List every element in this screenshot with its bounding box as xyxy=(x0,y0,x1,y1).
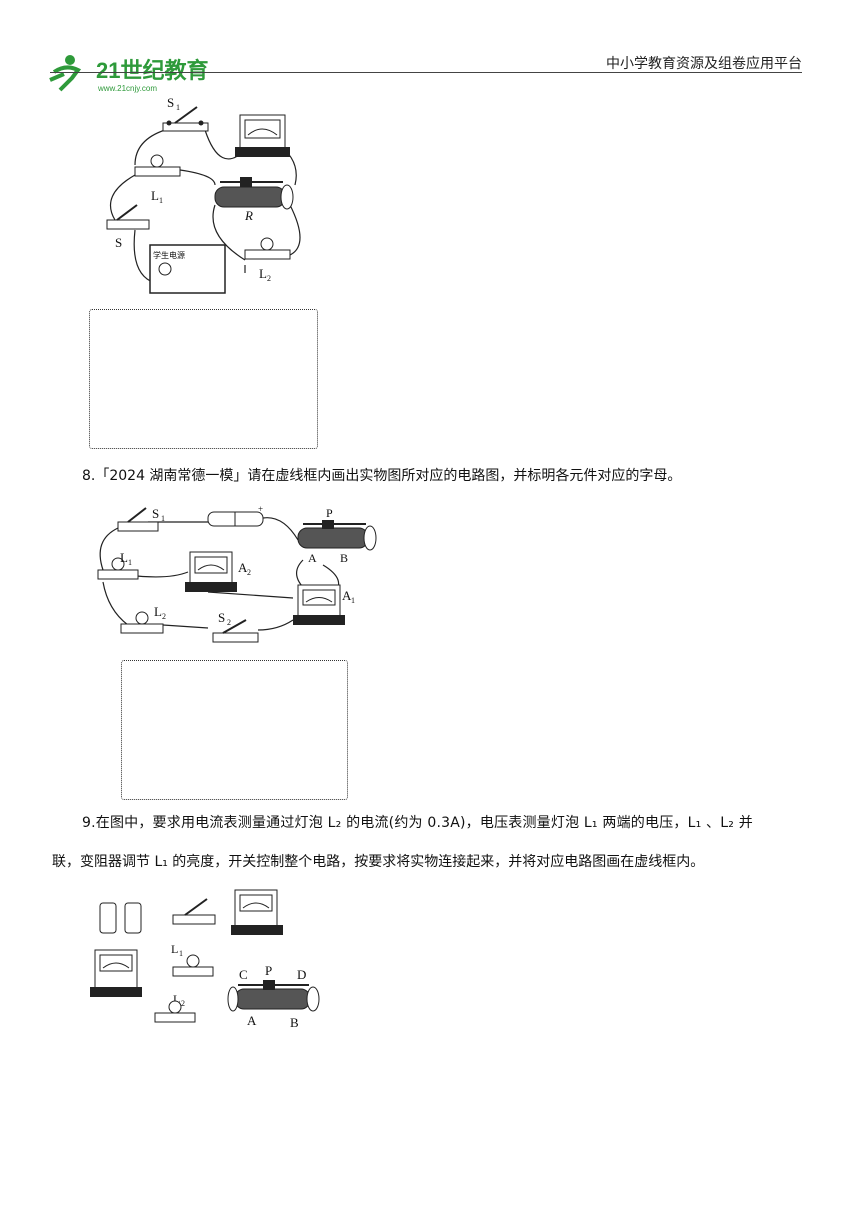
question-9-line1: 9.在图中，要求用电流表测量通过灯泡 L₂ 的电流(约为 0.3A)，电压表测量… xyxy=(82,815,753,831)
answer-box-8[interactable] xyxy=(121,660,348,800)
svg-text:A: A xyxy=(238,560,248,575)
site-logo: 21世纪教育 www.21cnjy.com xyxy=(44,50,224,96)
lamp-l1 xyxy=(172,954,214,977)
svg-text:2: 2 xyxy=(227,618,231,627)
lamp-l1 xyxy=(134,154,181,177)
switch-s2 xyxy=(212,619,259,643)
circuit-figure-1: S 1 L 1 R S 学生电源 L 2 xyxy=(106,95,301,294)
svg-text:L: L xyxy=(151,188,159,203)
svg-text:A: A xyxy=(308,551,317,565)
svg-text:S: S xyxy=(167,95,174,110)
switch-s1 xyxy=(117,507,159,532)
rheostat-r xyxy=(214,177,294,210)
batteries xyxy=(99,902,142,934)
svg-text:S: S xyxy=(218,610,225,625)
svg-text:2: 2 xyxy=(267,274,271,283)
rheostat xyxy=(227,980,320,1012)
svg-text:P: P xyxy=(326,506,333,520)
svg-text:学生电源: 学生电源 xyxy=(153,250,185,260)
logo-url: www.21cnjy.com xyxy=(97,84,157,93)
svg-text:L: L xyxy=(173,992,180,1006)
svg-text:R: R xyxy=(244,208,253,223)
switch-s xyxy=(106,204,150,230)
lamp-l2 xyxy=(120,611,164,634)
svg-text:D: D xyxy=(297,967,306,982)
svg-text:1: 1 xyxy=(176,103,180,112)
svg-text:1: 1 xyxy=(351,596,355,605)
question-8-text: 8.「2024 湖南常德一模」请在虚线框内画出实物图所对应的电路图，并标明各元件… xyxy=(82,468,682,484)
switch-s1 xyxy=(162,106,209,132)
svg-text:L: L xyxy=(154,604,162,619)
svg-text:P: P xyxy=(265,963,272,978)
svg-text:2: 2 xyxy=(247,568,251,577)
logo-text: 21世纪教育 xyxy=(96,58,208,83)
svg-text:S: S xyxy=(115,235,122,250)
lamp-l1 xyxy=(97,557,139,580)
lamp-l2 xyxy=(154,1000,196,1023)
platform-title: 中小学教育资源及组卷应用平台 xyxy=(606,56,802,72)
rheostat xyxy=(297,520,377,551)
svg-text:L: L xyxy=(120,550,128,565)
switch xyxy=(172,898,216,925)
power-supply: 学生电源 xyxy=(149,244,226,294)
svg-text:2: 2 xyxy=(162,612,166,621)
svg-text:C: C xyxy=(239,967,248,982)
ammeter xyxy=(90,949,142,997)
svg-text:1: 1 xyxy=(159,196,163,205)
battery: + xyxy=(207,504,264,527)
svg-text:A: A xyxy=(247,1013,257,1028)
header-rule xyxy=(50,72,802,73)
svg-text:2: 2 xyxy=(181,999,185,1008)
svg-text:L: L xyxy=(259,266,267,281)
answer-box-1[interactable] xyxy=(89,309,318,449)
voltmeter xyxy=(235,114,290,157)
svg-text:B: B xyxy=(290,1015,299,1030)
svg-text:1: 1 xyxy=(161,514,165,523)
ammeter-a1 xyxy=(293,584,345,625)
svg-text:1: 1 xyxy=(179,949,183,958)
svg-text:S: S xyxy=(152,506,159,521)
voltmeter xyxy=(231,889,283,935)
ammeter-a2 xyxy=(185,551,237,592)
question-9-line2: 联，变阻器调节 L₁ 的亮度，开关控制整个电路，按要求将实物连接起来，并将对应电… xyxy=(52,854,705,870)
svg-text:1: 1 xyxy=(128,558,132,567)
svg-text:A: A xyxy=(342,588,352,603)
lamp-l2 xyxy=(244,237,291,260)
svg-text:L: L xyxy=(171,942,178,956)
svg-text:B: B xyxy=(340,551,348,565)
svg-text:+: + xyxy=(258,504,263,514)
